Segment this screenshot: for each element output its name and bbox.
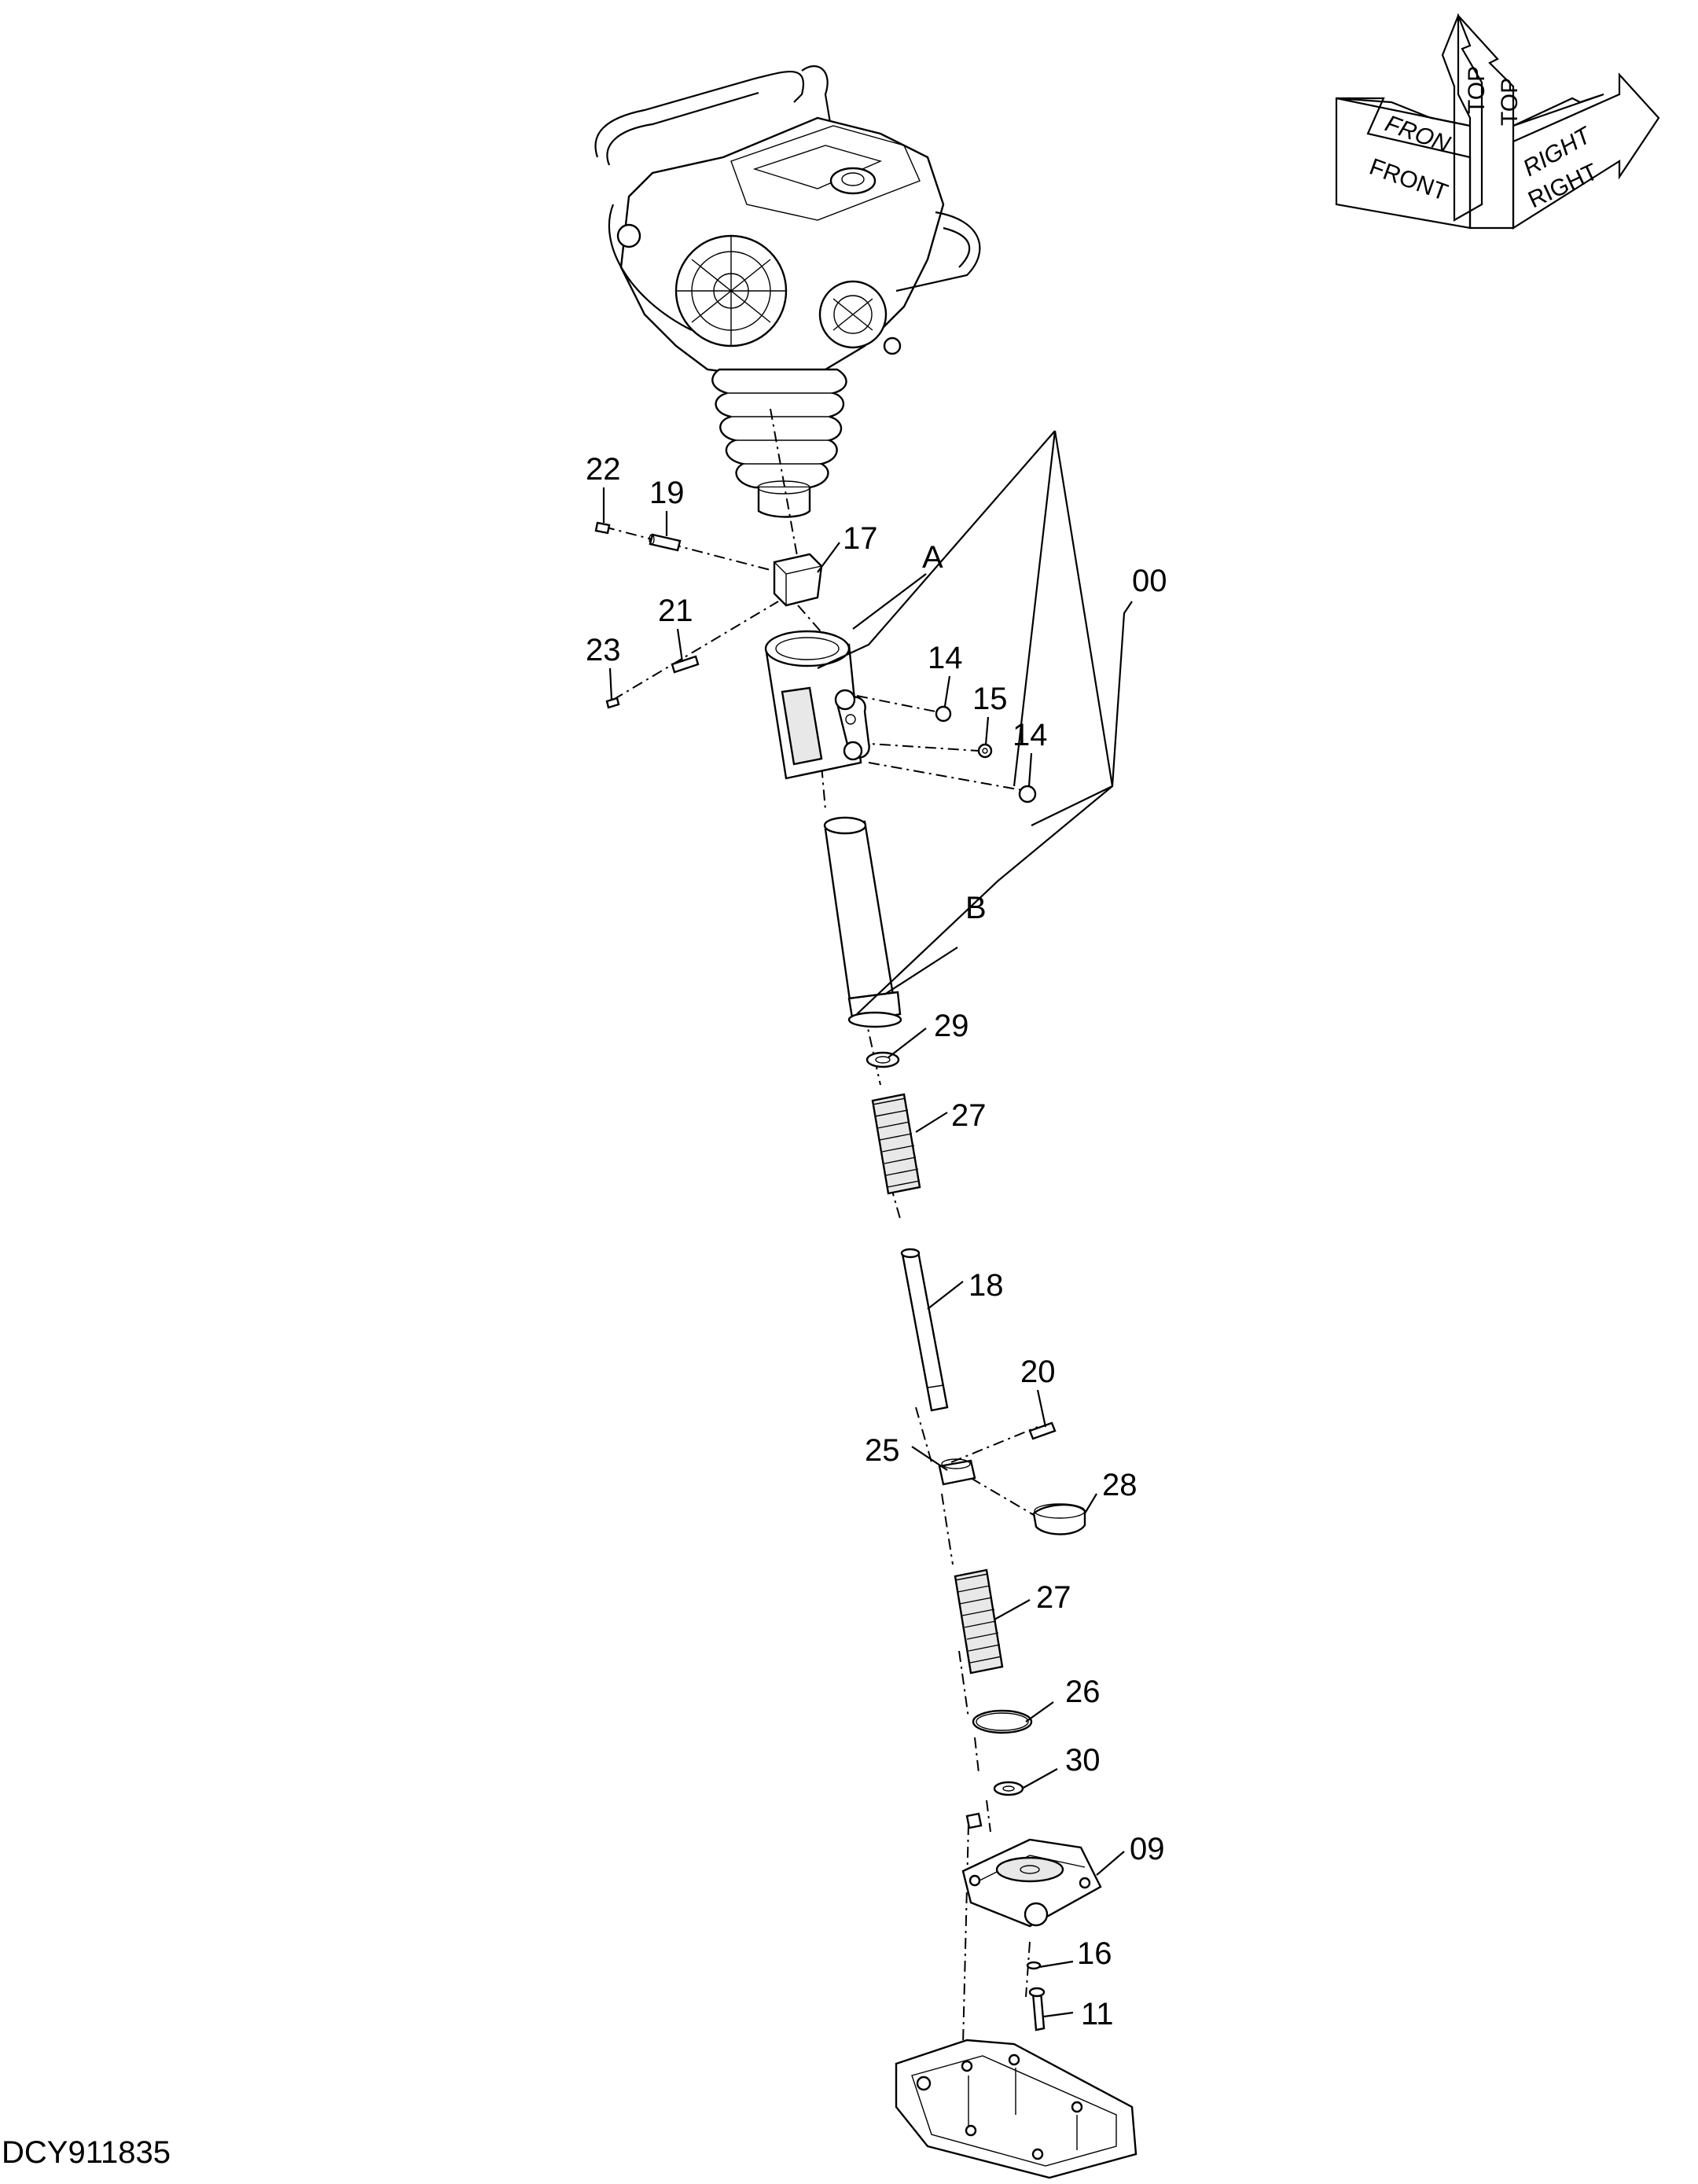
part-11-bolt bbox=[1028, 1987, 1046, 2031]
part-09-plate bbox=[961, 1838, 1102, 1928]
callout-14-lower: 14 bbox=[1013, 718, 1048, 752]
callout-00: 00 bbox=[1132, 564, 1167, 598]
part-19-pin bbox=[649, 533, 682, 552]
part-28-ring bbox=[1032, 1503, 1086, 1535]
front-label-2: FRONT bbox=[1366, 154, 1451, 206]
callout-20: 20 bbox=[1020, 1355, 1056, 1389]
part-21-pin bbox=[671, 655, 700, 674]
callout-21: 21 bbox=[658, 594, 693, 628]
part-27-spring-upper bbox=[871, 1093, 921, 1195]
part-30-washer bbox=[993, 1781, 1024, 1796]
callout-09: 09 bbox=[1130, 1832, 1165, 1866]
leader-lines bbox=[602, 430, 1133, 2018]
part-09-nut bbox=[965, 1812, 983, 1829]
orientation-indicator: TOP TOP FRON FRONT RIGHT RIGHT bbox=[1335, 13, 1660, 230]
callout-B: B bbox=[965, 891, 987, 925]
top-label-2: TOP bbox=[1497, 78, 1523, 126]
part-23-pin bbox=[605, 697, 620, 709]
callout-27-lower: 27 bbox=[1036, 1580, 1071, 1615]
front-label-1: FRON bbox=[1382, 111, 1454, 158]
callout-28: 28 bbox=[1102, 1468, 1138, 1502]
part-17-block bbox=[773, 553, 823, 607]
callout-26: 26 bbox=[1065, 1675, 1101, 1709]
callout-labels: 22 19 17 A 00 21 23 14 15 14 B 29 27 18 … bbox=[586, 452, 1167, 2031]
part-18-rod bbox=[900, 1248, 949, 1412]
part-B-tube bbox=[823, 816, 902, 1028]
callout-14-upper: 14 bbox=[928, 641, 963, 675]
callout-A: A bbox=[922, 540, 943, 575]
part-26-oring bbox=[972, 1709, 1033, 1734]
engine-assembly bbox=[594, 65, 981, 518]
callout-22: 22 bbox=[586, 452, 621, 487]
callout-18: 18 bbox=[968, 1268, 1004, 1303]
callout-15: 15 bbox=[972, 682, 1008, 716]
part-22-pin bbox=[594, 521, 611, 535]
top-label-1: TOP bbox=[1464, 66, 1490, 114]
callout-29: 29 bbox=[934, 1009, 969, 1043]
part-20-pin bbox=[1028, 1421, 1057, 1440]
part-14-plug-lower bbox=[1018, 785, 1037, 803]
callout-27-upper: 27 bbox=[951, 1098, 987, 1133]
part-base-shoe bbox=[895, 2039, 1138, 2179]
callout-17: 17 bbox=[843, 521, 878, 556]
part-27-spring-lower bbox=[954, 1568, 1004, 1675]
part-25-nut bbox=[938, 1458, 976, 1486]
assembly-centerlines bbox=[603, 408, 1038, 2045]
part-14-plug-upper bbox=[935, 705, 952, 722]
callout-25: 25 bbox=[865, 1433, 900, 1468]
document-id: DCY911835 bbox=[2, 2135, 171, 2170]
callout-11: 11 bbox=[1081, 1997, 1114, 2031]
part-A-cylinder bbox=[764, 630, 870, 780]
callout-19: 19 bbox=[649, 476, 685, 510]
callout-23: 23 bbox=[586, 633, 621, 667]
part-29-washer bbox=[866, 1051, 900, 1068]
callout-16: 16 bbox=[1077, 1936, 1112, 1971]
part-16-washer bbox=[1026, 1961, 1042, 1970]
callout-30: 30 bbox=[1065, 1743, 1101, 1778]
part-15-nut bbox=[977, 743, 993, 759]
